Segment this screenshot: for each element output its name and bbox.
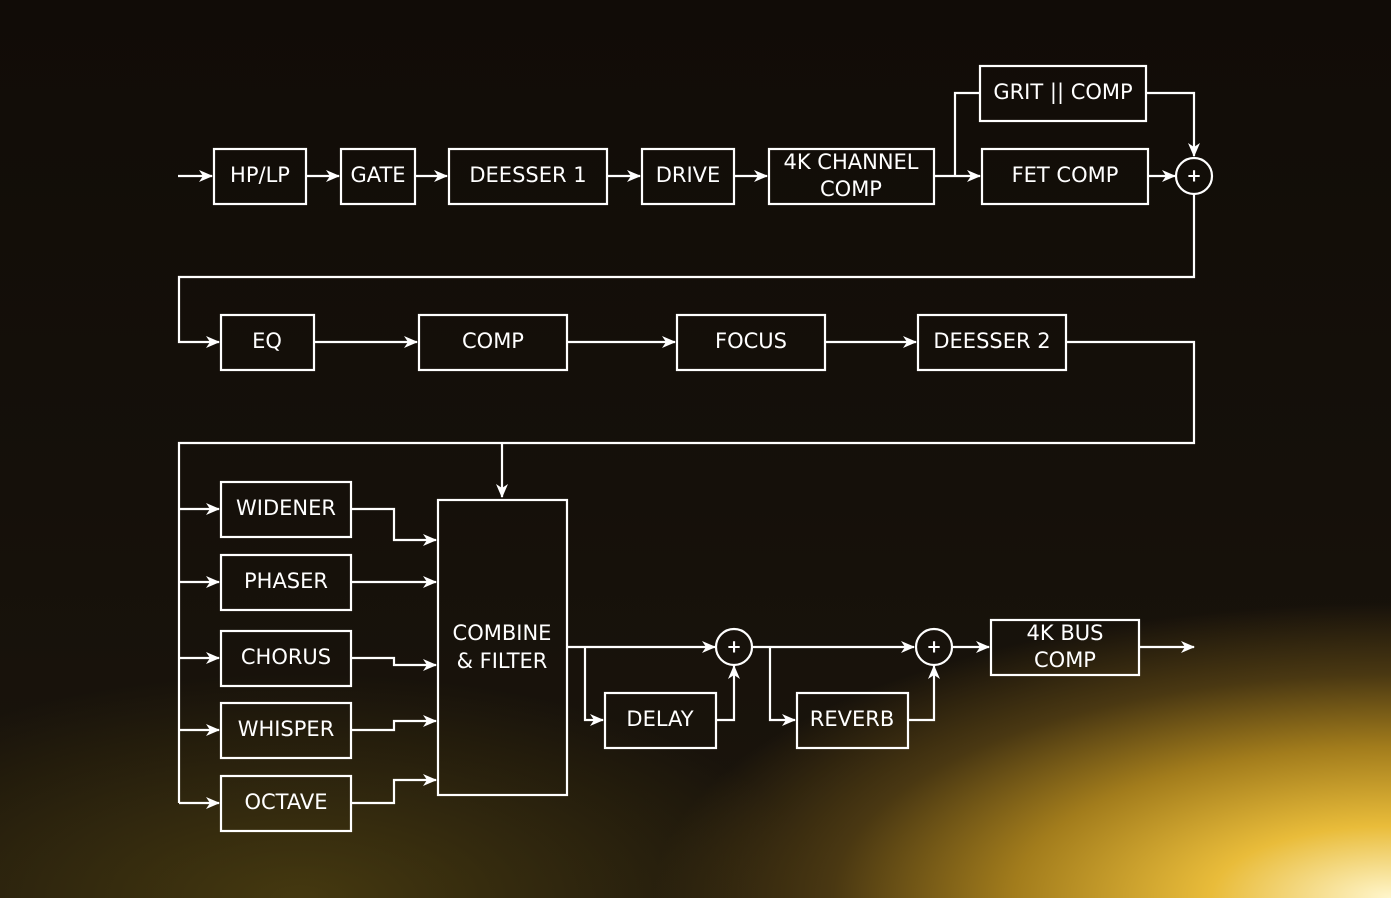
- deesser-2-label: DEESSER 2: [933, 329, 1050, 353]
- wire-row1-to-row2: [177, 194, 1196, 348]
- wire-chorus-combine: [351, 656, 437, 671]
- widener-block: WIDENER: [219, 480, 353, 539]
- drive-label: DRIVE: [656, 163, 721, 187]
- summing-node-2: +: [714, 627, 754, 667]
- bus-comp-block: 4K BUS COMP: [989, 618, 1141, 677]
- comp-label: COMP: [462, 329, 524, 353]
- wire-sum2-to-reverb: [768, 647, 796, 726]
- hp-lp-label: HP/LP: [230, 163, 290, 187]
- whisper-label: WHISPER: [238, 717, 335, 741]
- focus-block: FOCUS: [675, 313, 827, 372]
- summing-node-3-sign: +: [926, 637, 941, 658]
- octave-label: OCTAVE: [244, 790, 327, 814]
- eq-block: EQ: [219, 313, 316, 372]
- deesser-1-block: DEESSER 1: [447, 147, 609, 206]
- focus-label: FOCUS: [715, 329, 787, 353]
- wire-channel-to-grit: [953, 91, 980, 176]
- drive-block: DRIVE: [640, 147, 736, 206]
- delay-block: DELAY: [603, 691, 718, 750]
- wire-widener-combine: [351, 507, 437, 546]
- summing-node-1-sign: +: [1186, 166, 1201, 187]
- fet-comp-block: FET COMP: [980, 147, 1150, 206]
- whisper-block: WHISPER: [219, 701, 353, 760]
- channel-comp-block: 4K CHANNEL COMP: [767, 147, 936, 206]
- summing-node-3: +: [914, 627, 954, 667]
- row-1-chain: HP/LP GATE DEESSER 1 DRIVE 4K CHANNEL CO…: [178, 64, 1214, 206]
- wire-octave-combine: [351, 774, 437, 805]
- fet-comp-label: FET COMP: [1012, 163, 1119, 187]
- summing-node-1: +: [1174, 156, 1214, 196]
- bus-comp-label-line2: COMP: [1034, 648, 1096, 672]
- chorus-block: CHORUS: [219, 629, 353, 688]
- eq-label: EQ: [252, 329, 282, 353]
- combine-filter-label-line1: COMBINE: [453, 621, 552, 645]
- chorus-label: CHORUS: [241, 645, 331, 669]
- octave-block: OCTAVE: [219, 774, 353, 833]
- deesser-2-block: DEESSER 2: [916, 313, 1068, 372]
- gate-block: GATE: [339, 147, 417, 206]
- wire-reverb-to-sum3: [908, 665, 940, 722]
- wire-delay-to-sum2: [716, 665, 740, 722]
- delay-label: DELAY: [626, 707, 693, 731]
- row-2-chain: EQ COMP FOCUS DEESSER 2: [219, 313, 1068, 372]
- combine-filter-label-line2: & FILTER: [457, 649, 548, 673]
- wire-whisper-combine: [351, 715, 437, 732]
- reverb-label: REVERB: [810, 707, 895, 731]
- reverb-block: REVERB: [795, 691, 910, 750]
- phaser-label: PHASER: [244, 569, 328, 593]
- grit-comp-block: GRIT || COMP: [978, 64, 1148, 123]
- deesser-1-label: DEESSER 1: [469, 163, 586, 187]
- widener-label: WIDENER: [236, 496, 336, 520]
- gate-label: GATE: [350, 163, 405, 187]
- phaser-block: PHASER: [219, 553, 353, 612]
- output-chain: DELAY + REVERB + 4K BUS COMP: [567, 618, 1195, 750]
- summing-node-2-sign: +: [726, 637, 741, 658]
- wire-grit-to-sum: [1146, 91, 1200, 157]
- comp-block: COMP: [417, 313, 569, 372]
- combine-filter-block: COMBINE & FILTER: [436, 498, 569, 797]
- channel-comp-label-line2: COMP: [820, 177, 882, 201]
- wire-row2-to-row3-bus: [177, 340, 1196, 803]
- grit-comp-label: GRIT || COMP: [993, 80, 1132, 105]
- row-3-modulation: WIDENER PHASER CHORUS WHISPER OCTAVE COM…: [179, 480, 569, 833]
- wire-combine-to-delay: [583, 647, 604, 726]
- bus-comp-label-line1: 4K BUS: [1027, 621, 1104, 645]
- channel-comp-label-line1: 4K CHANNEL: [783, 150, 918, 174]
- hp-lp-block: HP/LP: [212, 147, 308, 206]
